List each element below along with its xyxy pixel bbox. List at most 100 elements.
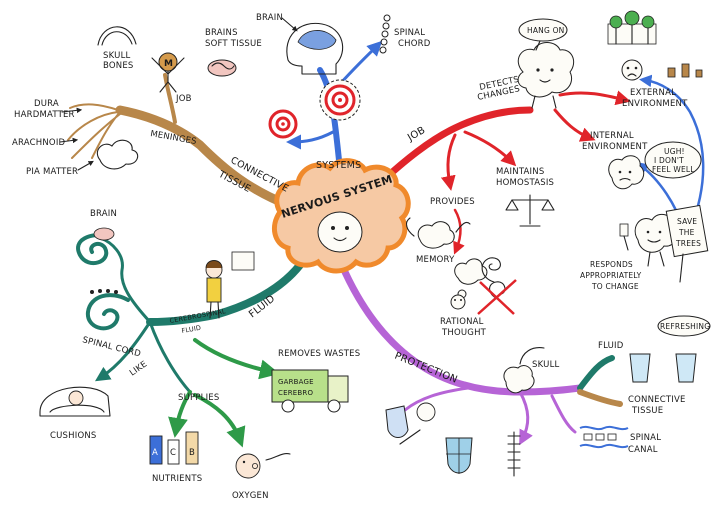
strong-brain-icon bbox=[405, 217, 471, 249]
fluid-brain-label: BRAIN bbox=[90, 209, 117, 219]
trees-label: TREES bbox=[675, 239, 701, 248]
to-change-label: TO CHANGE bbox=[591, 282, 639, 291]
neuron-target-icon bbox=[319, 79, 361, 121]
stumps-icon bbox=[667, 63, 703, 78]
stick-figure-icon: M bbox=[151, 52, 185, 93]
like-label: LIKE bbox=[128, 359, 149, 378]
trees-icon bbox=[607, 10, 657, 45]
thought-cloud-icon bbox=[450, 258, 488, 310]
bottle-c-label: C bbox=[170, 448, 176, 458]
branch-supplies-oxygen bbox=[193, 393, 246, 448]
target-icon bbox=[268, 109, 298, 139]
shield-helmet-icon bbox=[385, 402, 436, 445]
brain-label: BRAIN bbox=[256, 13, 283, 23]
cerebrospinal-fluid-label: FLUID bbox=[181, 324, 202, 335]
branch-provides-memory bbox=[453, 208, 465, 255]
branch-systems-target bbox=[286, 130, 335, 150]
spinal-canal-icon bbox=[579, 425, 629, 449]
save-trees-sign bbox=[665, 204, 709, 283]
pia-matter-label: PIA MATTER bbox=[26, 167, 78, 177]
brain-face bbox=[317, 211, 363, 253]
skull-bones-label-1: SKULL bbox=[103, 51, 130, 61]
branch-supplies-nutrients bbox=[168, 390, 192, 438]
branch-job-internal bbox=[553, 108, 596, 142]
protection-connective-label: CONNECTIVE bbox=[628, 395, 686, 405]
external-environment-label: ENVIRONMENT bbox=[622, 99, 688, 109]
protection-fluid-label: FLUID bbox=[598, 341, 624, 351]
speech-bubble-ugh bbox=[644, 141, 702, 179]
spinal-label: SPINAL bbox=[394, 28, 425, 38]
branch-job bbox=[374, 106, 534, 189]
branch-meninges-job bbox=[163, 73, 177, 124]
supplies-label: SUPPLIES bbox=[178, 393, 219, 403]
rational-label: RATIONAL bbox=[440, 317, 484, 327]
refreshing-cups-icon bbox=[629, 315, 711, 383]
internal-label: INTERNAL bbox=[590, 131, 634, 141]
skull-helmet-icon bbox=[503, 347, 545, 394]
branch-protection-canal-2 bbox=[550, 394, 577, 434]
refreshing-label: REFRESHING bbox=[660, 322, 710, 331]
thought-label: THOUGHT bbox=[441, 328, 487, 338]
breathing-face-icon bbox=[235, 453, 291, 479]
scientist-icon bbox=[205, 251, 255, 319]
center-node bbox=[271, 158, 411, 274]
save-label: SAVE bbox=[677, 217, 697, 226]
branch-respond-arrow bbox=[639, 74, 705, 232]
spinal-dots-icon bbox=[90, 289, 118, 294]
meninges-cloud-icon bbox=[96, 139, 139, 170]
branch-job-external bbox=[558, 90, 631, 106]
ugh-label-3: FEEL WELL bbox=[652, 165, 695, 174]
ugh-label-2: I DON'T bbox=[654, 156, 684, 165]
cushions-label: CUSHIONS bbox=[50, 431, 97, 441]
nutrient-bottles-icon bbox=[149, 431, 199, 465]
branch-fluid-like bbox=[94, 320, 152, 382]
sick-brain-icon bbox=[608, 155, 645, 190]
branch-fluid-brain bbox=[98, 236, 152, 324]
provides-label: PROVIDES bbox=[430, 197, 475, 207]
responds-label: RESPONDS bbox=[590, 260, 633, 269]
branch-protection-canal bbox=[518, 390, 533, 446]
truck-cerebro-label: CEREBRO bbox=[278, 389, 313, 397]
ugh-label-1: UGH! bbox=[664, 147, 685, 156]
hardmatter-label: HARDMATTER bbox=[14, 110, 75, 120]
skull-bones-icon bbox=[97, 26, 137, 46]
branch-protection-tissue bbox=[577, 389, 623, 407]
truck-garbage-label: GARBAGE bbox=[278, 378, 314, 386]
hang-on-label: HANG ON bbox=[527, 26, 565, 35]
maintains-label: MAINTAINS bbox=[496, 167, 544, 177]
branch-spinal-swirl bbox=[85, 293, 130, 331]
bottle-b-label: B bbox=[189, 448, 195, 458]
spinal-chord-icon bbox=[379, 14, 391, 54]
branch-protection-skull bbox=[403, 386, 470, 412]
branch-job-provides bbox=[440, 133, 457, 191]
label-systems: SYSTEMS bbox=[316, 160, 361, 171]
appropriately-label: APPROPRIATELY bbox=[580, 271, 642, 280]
branch-protection bbox=[341, 268, 584, 396]
protection-tissue-label: TISSUE bbox=[631, 406, 663, 416]
label-job: JOB bbox=[405, 125, 427, 144]
external-label: EXTERNAL bbox=[630, 88, 676, 98]
worried-face-icon bbox=[621, 59, 643, 81]
label-protection: PROTECTION bbox=[393, 351, 459, 386]
branch-brain-swirl bbox=[76, 233, 112, 266]
branch-meninges-fan bbox=[67, 103, 121, 159]
garbage-truck-icon bbox=[271, 369, 349, 413]
cerebrospinal-label: CEREBROSPINAL bbox=[169, 307, 227, 325]
skull-bones-label-2: BONES bbox=[103, 61, 134, 71]
head-profile-icon bbox=[286, 22, 344, 75]
homostasis-label: HOMOSTASIS bbox=[496, 178, 554, 188]
speech-bubble-hang-on bbox=[518, 18, 568, 51]
branch-fluid-supplies bbox=[148, 320, 192, 394]
sleeping-baby-icon bbox=[39, 386, 111, 417]
crossed-spiral-icon bbox=[477, 257, 517, 315]
knight-shield-icon bbox=[445, 437, 473, 474]
chord-label: CHORD bbox=[398, 39, 431, 49]
scales-icon bbox=[505, 194, 555, 227]
the-label: THE bbox=[678, 228, 695, 237]
spinal-column-icon bbox=[507, 431, 521, 477]
spinal-canal-label-1: SPINAL bbox=[630, 433, 661, 443]
branch-job-maintains bbox=[463, 130, 517, 167]
spinal-cord-label: SPINAL CORD bbox=[81, 335, 142, 359]
nutrients-label: NUTRIENTS bbox=[152, 474, 202, 484]
